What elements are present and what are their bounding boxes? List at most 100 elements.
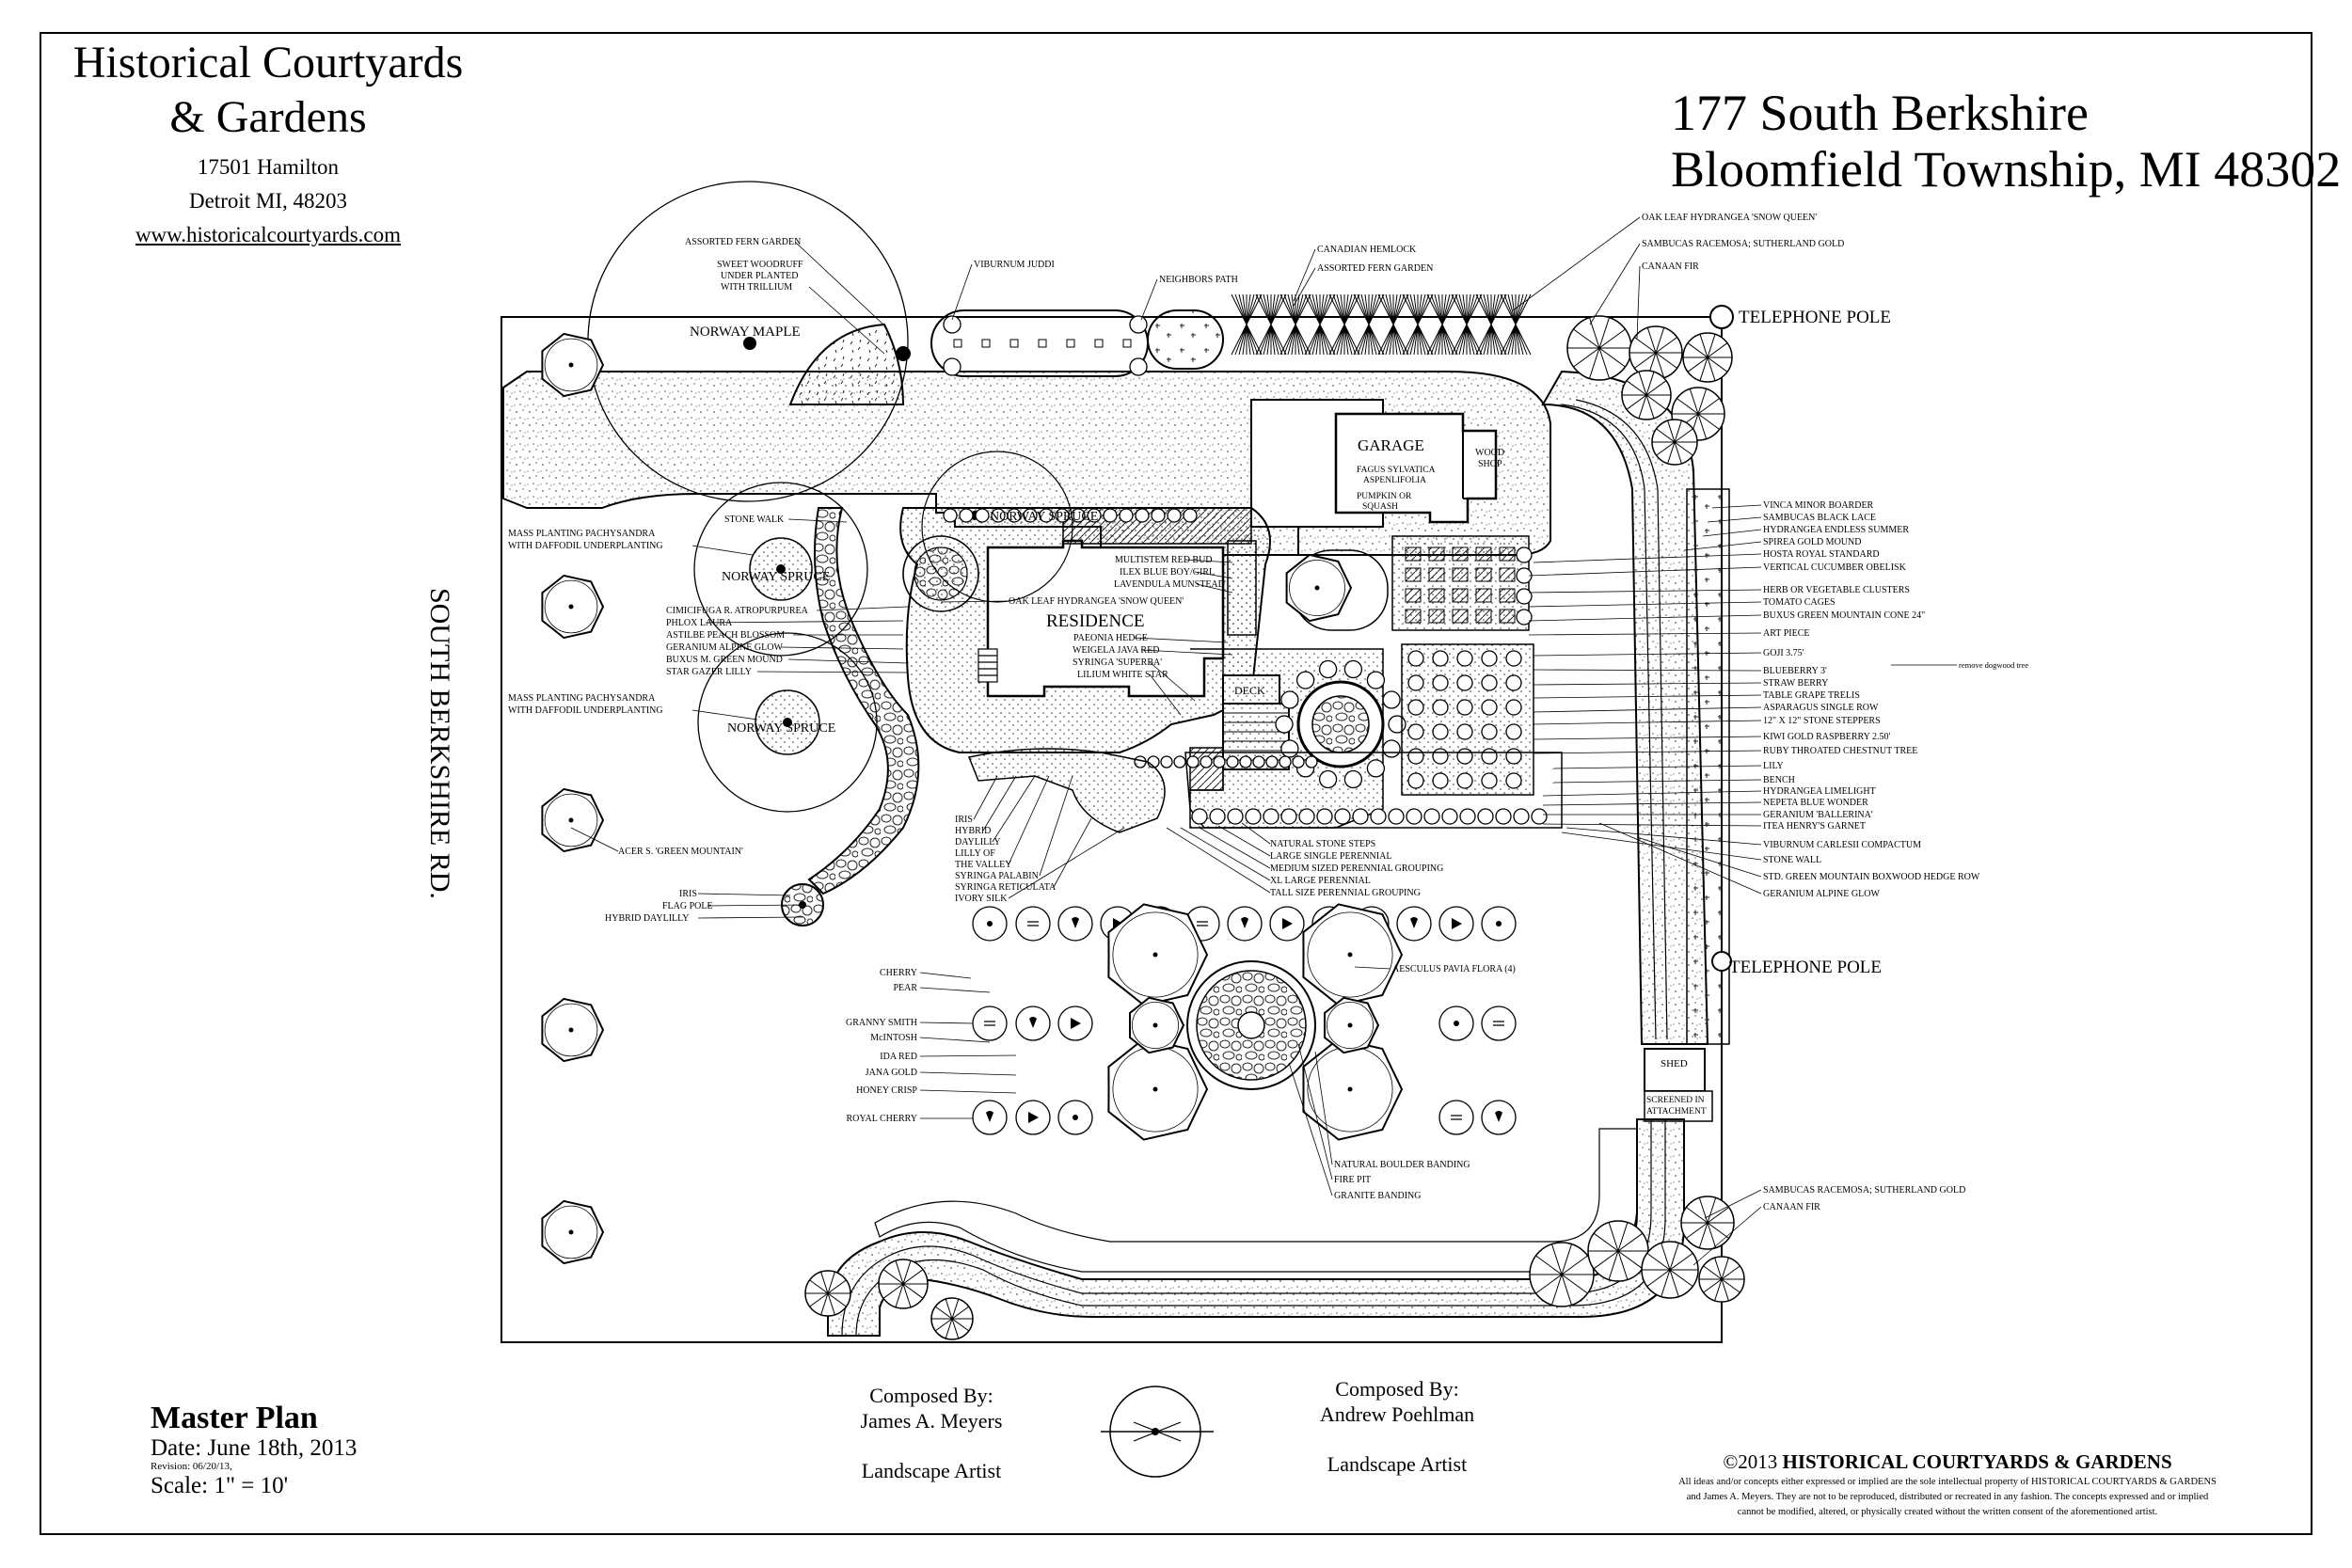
copyright-year: ©2013 — [1723, 1450, 1778, 1473]
callout-label: STONE WALL — [1763, 855, 1821, 865]
shrub-symbol — [1280, 808, 1297, 825]
shrub-symbol — [1481, 674, 1498, 691]
shrub-symbol — [1505, 772, 1522, 789]
rear-perennial-bed — [1184, 752, 1563, 829]
callout-label: JANA GOLD — [866, 1068, 917, 1078]
callout-label: WEIGELA JAVA RED — [1073, 645, 1159, 656]
callout-label: ACER S. 'GREEN MOUNTAIN' — [618, 847, 743, 857]
callout-label: MASS PLANTING PACHYSANDRA — [508, 693, 656, 704]
shrub-symbol — [1432, 650, 1449, 667]
canaan-fir-icon — [1651, 419, 1698, 466]
aesculus-tree-icon — [1129, 996, 1185, 1054]
callout-label: CHERRY — [880, 968, 917, 978]
shrub-symbol — [1366, 759, 1386, 778]
callout-label: ASSORTED FERN GARDEN — [1317, 263, 1433, 274]
callout-label: HYBRID — [955, 826, 991, 836]
copyright-notice-2: and James A. Meyers. They are not to be … — [1686, 1492, 2209, 1502]
callout-label: CANAAN FIR — [1763, 1202, 1820, 1212]
shrub-symbol — [1263, 808, 1279, 825]
copyright-holder: HISTORICAL COURTYARDS & GARDENS — [1782, 1450, 2172, 1473]
composer-1-name: James A. Meyers — [860, 1409, 1003, 1433]
callout-label: STAR GAZER LILLY — [666, 667, 752, 677]
shrub-symbol — [1173, 755, 1186, 768]
vegetable-clusters — [1405, 546, 1533, 626]
callout-label: NATURAL BOULDER BANDING — [1334, 1160, 1470, 1170]
aesculus-tree-icon — [1107, 903, 1209, 1006]
wood-shop-label-2: SHOP — [1478, 459, 1502, 469]
canaan-fir-icon — [930, 1297, 974, 1340]
callout-label: FIRE PIT — [1334, 1175, 1371, 1185]
callout-label: ASPARAGUS SINGLE ROW — [1763, 703, 1879, 713]
callout-label: PAEONIA HEDGE — [1073, 633, 1148, 643]
callout-label: HYDRANGEA ENDLESS SUMMER — [1763, 525, 1909, 535]
shrub-symbol — [1334, 808, 1351, 825]
callout-label: BUXUS M. GREEN MOUND — [666, 655, 783, 665]
telephone-pole-top — [1709, 305, 1734, 329]
canaan-fir-icon — [1641, 1241, 1699, 1299]
telephone-pole-middle — [1711, 951, 1732, 972]
callout-label: FAGUS SYLVATICA — [1357, 466, 1436, 475]
acer-tree-icon — [541, 997, 605, 1063]
callout-label: LILY — [1763, 761, 1784, 771]
shrub-symbol — [1481, 699, 1498, 716]
callout-label: OAK LEAF HYDRANGEA 'SNOW QUEEN' — [1009, 596, 1184, 607]
herb-garden — [1401, 643, 1534, 796]
lawn-tree-icon — [1285, 553, 1353, 623]
orchard-tree — [1015, 906, 1051, 942]
shrub-symbol — [1167, 508, 1182, 523]
shrub-symbol — [1316, 808, 1333, 825]
callout-label: IVORY SILK — [955, 894, 1008, 904]
orchard-tree — [1438, 1100, 1474, 1135]
callout-label: GERANIUM ALPINE GLOW — [1763, 889, 1880, 899]
callout-label: McINTOSH — [870, 1033, 917, 1043]
stone-walk — [807, 507, 920, 895]
shrub-symbol — [1151, 508, 1166, 523]
composer-2: Composed By: Andrew Poehlman Landscape A… — [1294, 1376, 1501, 1477]
shrub-symbol — [959, 508, 974, 523]
callout-label: MEDIUM SIZED PERENNIAL GROUPING — [1270, 863, 1443, 874]
canaan-fir-icon — [1698, 1256, 1745, 1303]
shrub-symbol — [975, 508, 990, 523]
shrub-symbol — [1505, 650, 1522, 667]
shrub-symbol — [1039, 508, 1054, 523]
callout-label: XL LARGE PERENNIAL — [1270, 876, 1371, 886]
norway-spruce-2-label: NORWAY SPRUCE — [727, 721, 835, 736]
shrub-symbol — [1135, 508, 1150, 523]
aesculus-tree-icon — [1324, 996, 1380, 1054]
shrub-symbol — [1370, 808, 1387, 825]
shrub-symbol — [1432, 674, 1449, 691]
callout-label: NEIGHBORS PATH — [1159, 275, 1238, 285]
shrub-symbol — [1213, 755, 1226, 768]
plan-scale: Scale: 1" = 10' — [151, 1473, 289, 1498]
shrub-symbol — [1505, 674, 1522, 691]
shrub-symbol — [1318, 769, 1338, 789]
callout-label: ITEA HENRY'S GARNET — [1763, 821, 1866, 832]
lower-lawn-bed — [874, 1128, 1638, 1273]
shrub-symbol — [1456, 723, 1473, 740]
callout-label: BENCH — [1763, 775, 1795, 785]
wood-shop-label-1: WOOD — [1475, 448, 1504, 458]
callout-label: ASTILBE PEACH BLOSSOM — [666, 630, 785, 641]
callout-label: GERANIUM 'BALLERINA' — [1763, 810, 1873, 820]
gravel-driveway — [502, 371, 1551, 556]
callout-label: BUXUS GREEN MOUNTAIN CONE 24" — [1763, 610, 1925, 621]
shrub-symbol — [1505, 723, 1522, 740]
shrub-symbol — [1183, 508, 1198, 523]
callout-label: WITH DAFFODIL UNDERPLANTING — [508, 541, 663, 551]
callout-label: SWEET WOODRUFF — [717, 260, 803, 270]
composer-1-role: Landscape Artist — [861, 1459, 1002, 1482]
canaan-fir-icon — [1682, 332, 1733, 383]
shrub-symbol — [1456, 650, 1473, 667]
viburnum-shrubs — [943, 315, 1148, 376]
orchard-tree — [1481, 1006, 1517, 1041]
callout-label: SPIREA GOLD MOUND — [1763, 537, 1861, 547]
callout-label: VIBURNUM CARLESII COMPACTUM — [1763, 840, 1921, 850]
company-website-link[interactable]: www.historicalcourtyards.com — [135, 223, 402, 246]
shrub-symbol — [1087, 508, 1102, 523]
company-block: Historical Courtyards & Gardens 17501 Ha… — [56, 36, 480, 252]
norway-spruce-top-label: NORWAY SPRUCE — [990, 510, 1098, 524]
copyright-notice-1: All ideas and/or concepts either express… — [1678, 1477, 2217, 1487]
shrub-symbol — [1366, 671, 1386, 689]
shrub-symbol — [1280, 690, 1299, 709]
